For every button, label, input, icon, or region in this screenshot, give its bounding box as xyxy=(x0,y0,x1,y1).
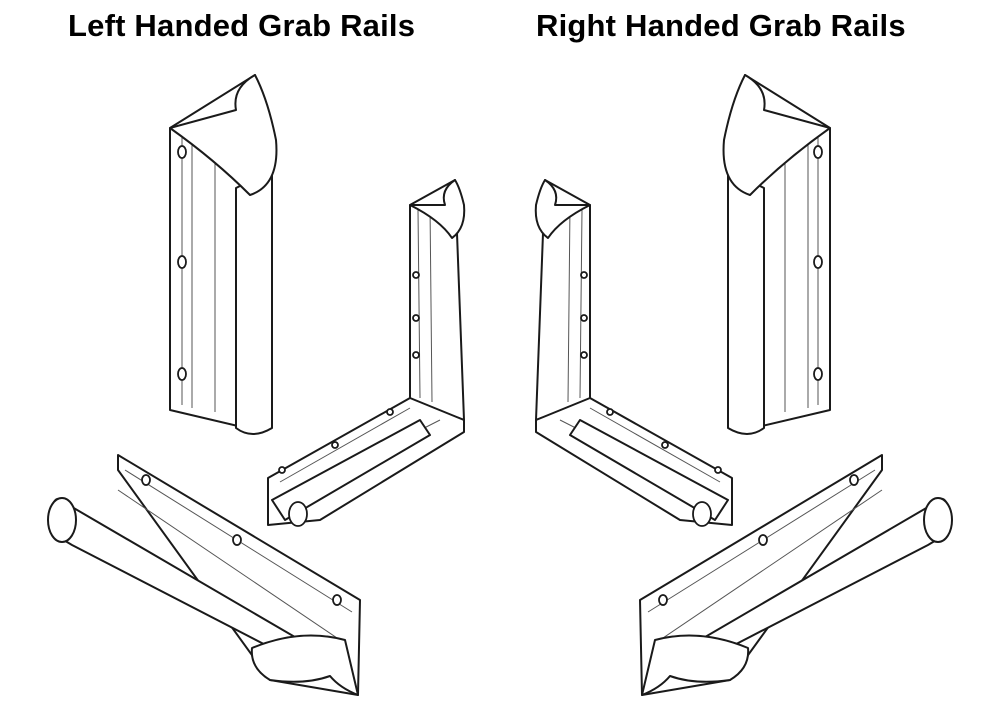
right-rails-group xyxy=(534,74,953,696)
right-handed-heading: Right Handed Grab Rails xyxy=(536,8,906,43)
left-l-rail xyxy=(267,179,466,527)
left-vertical-rail xyxy=(169,74,278,435)
left-handed-heading: Left Handed Grab Rails xyxy=(68,8,416,43)
right-vertical-rail xyxy=(722,74,831,435)
right-l-rail xyxy=(534,179,733,527)
